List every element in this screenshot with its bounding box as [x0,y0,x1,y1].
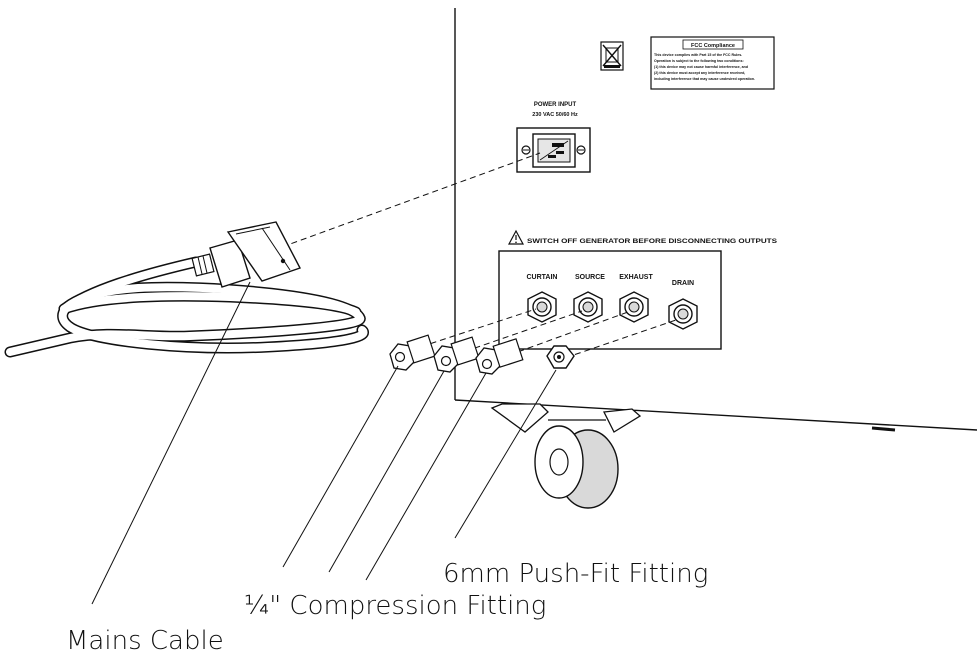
port-label-exhaust: EXHAUST [619,274,653,281]
weee-bin-icon [600,41,624,71]
port-label-source: SOURCE [575,274,605,281]
callout-mains-cable: Mains Cable [66,626,224,656]
castor-wheel [490,403,642,509]
callout-compression-fitting: ¼" Compression Fitting [244,591,546,621]
warning-text: SWITCH OFF GENERATOR BEFORE DISCONNECTIN… [527,239,777,245]
fcc-body-line: (1) this device may not cause harmful in… [654,65,748,69]
port-drain [668,298,698,330]
cabinet [454,8,977,432]
compression-fitting-1 [389,334,436,371]
outputs-panel: SWITCH OFF GENERATOR BEFORE DISCONNECTIN… [498,229,777,350]
fcc-body-line: This device complies with Part 15 of the… [654,53,742,57]
port-exhaust [619,291,649,323]
fcc-compliance-label: FCC Compliance This device complies with… [650,36,775,90]
compression-fitting-3 [475,338,524,375]
warning-triangle-icon [507,229,525,245]
port-source [573,291,603,323]
fcc-body-line: including interference that may cause un… [654,77,755,81]
compression-fitting-2 [433,336,480,373]
port-curtain [527,291,557,323]
push-fit-fitting [546,345,575,369]
port-label-curtain: CURTAIN [527,274,558,281]
callout-push-fit-fitting: 6mm Push-Fit Fitting [443,559,708,589]
power-input-label: POWER INPUT [534,102,577,108]
fcc-body-line: (2) this device must accept any interfer… [654,71,745,75]
power-input-rating: 230 VAC 50/60 Hz [532,112,578,118]
port-label-drain: DRAIN [672,280,694,287]
plug-latch-icon [280,258,286,264]
fcc-title: FCC Compliance [691,43,735,49]
power-input: POWER INPUT 230 VAC 50/60 Hz [516,102,591,173]
mains-cable [4,256,369,358]
iec-plug [191,221,301,288]
leader-lines [91,281,557,605]
fcc-body-line: Operation is subject to the following tw… [654,59,744,63]
